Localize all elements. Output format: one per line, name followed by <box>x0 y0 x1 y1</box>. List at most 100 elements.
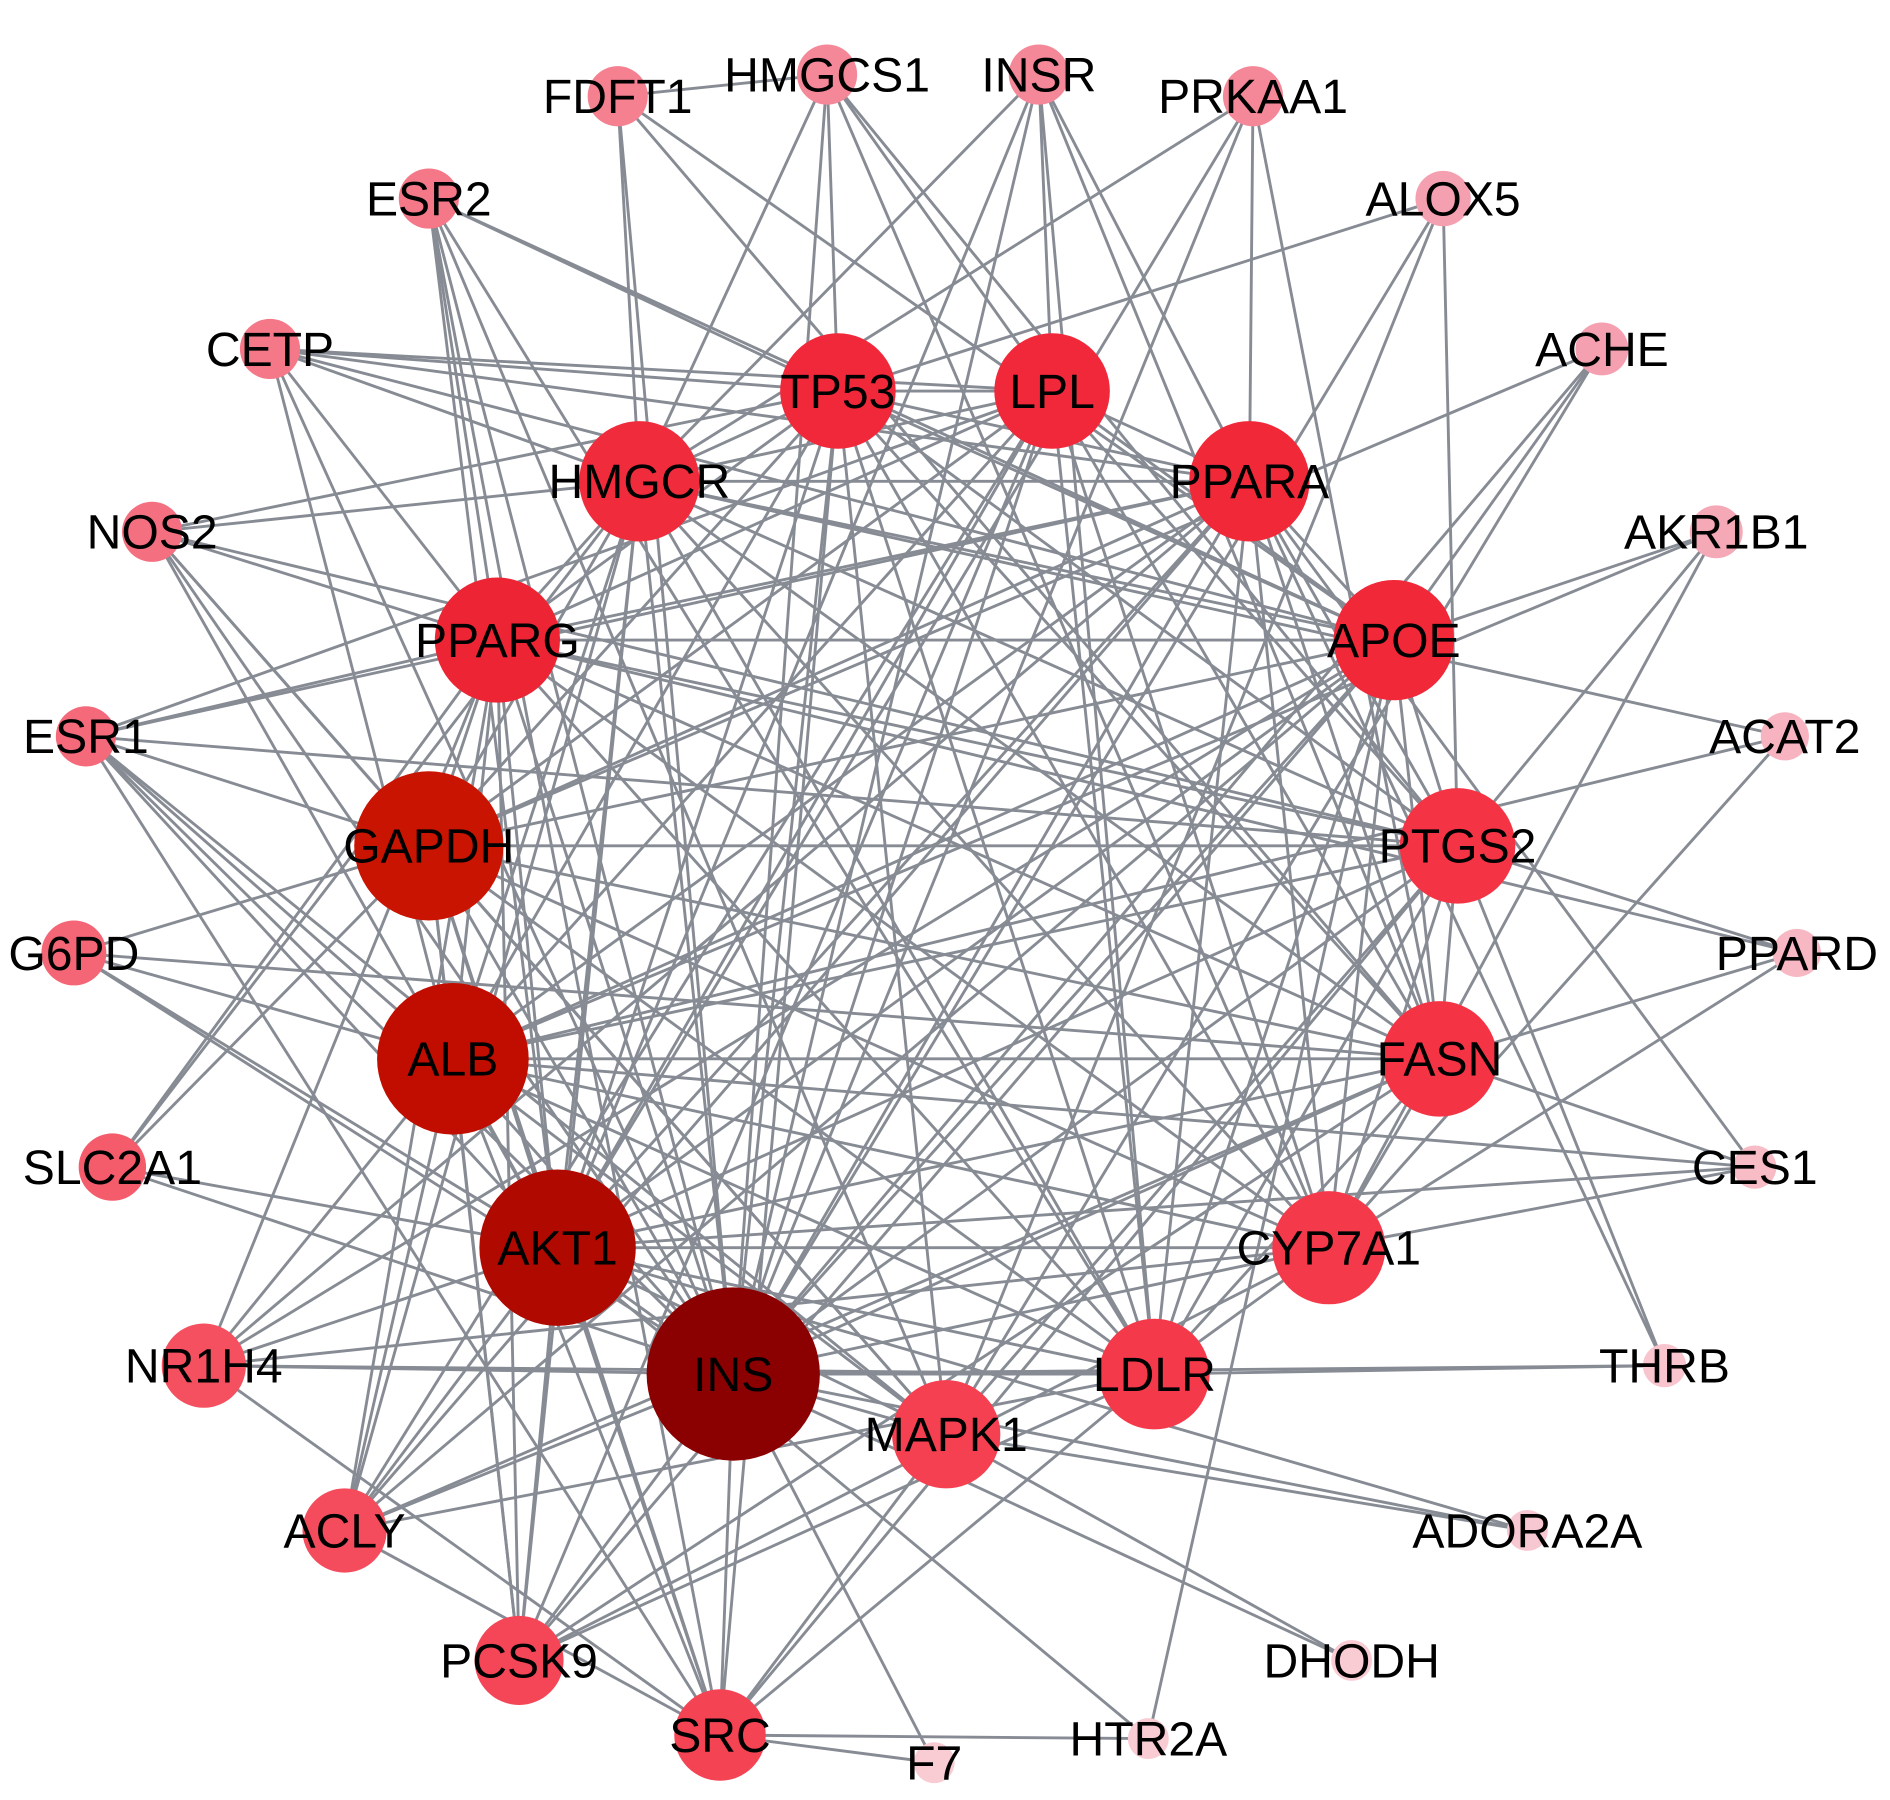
node-hmgcs1[interactable]: HMGCS1 <box>724 44 930 105</box>
edge-alb-esr1 <box>84 735 454 1060</box>
node-akr1b1[interactable]: AKR1B1 <box>1624 505 1809 560</box>
node-thrb[interactable]: THRB <box>1599 1339 1730 1393</box>
node-label: ACAT2 <box>1709 710 1861 764</box>
node-label: HTR2A <box>1069 1712 1227 1766</box>
node-circle <box>1381 1001 1498 1117</box>
node-circle <box>479 1169 636 1326</box>
edge-ppara-ldlr <box>1152 481 1251 1375</box>
node-dhodh[interactable]: DHODH <box>1263 1634 1439 1688</box>
node-insr[interactable]: INSR <box>981 44 1096 105</box>
edge-ins-adora2a <box>732 1372 1528 1532</box>
edge-ins-gapdh <box>427 845 735 1375</box>
node-fasn[interactable]: FASN <box>1377 1001 1503 1117</box>
edge-fasn-pcsk9 <box>518 1057 1441 1662</box>
edge-ins-alox5 <box>731 197 1445 1375</box>
node-circle <box>398 168 459 229</box>
node-acly[interactable]: ACLY <box>284 1488 406 1573</box>
node-esr1[interactable]: ESR1 <box>23 706 149 767</box>
edge-fasn-fdft1 <box>616 95 1441 1060</box>
edge-hmgcr-ptgs2 <box>638 479 1459 848</box>
node-nos2[interactable]: NOS2 <box>87 501 218 562</box>
node-circle <box>780 333 896 449</box>
node-hmgcr[interactable]: HMGCR <box>549 421 731 542</box>
edge-fasn-g6pd <box>73 951 1440 1061</box>
edge-ptgs2-ldlr <box>1153 845 1459 1375</box>
edge-hmgcr-nos2 <box>151 479 640 534</box>
edge-akt1-pparg <box>495 639 560 1248</box>
node-gapdh[interactable]: GAPDH <box>343 771 514 921</box>
edge-ptgs2-esr1 <box>85 734 1458 848</box>
node-label: ESR2 <box>366 172 492 226</box>
node-alb[interactable]: ALB <box>377 983 529 1135</box>
edge-pparg-nr1h4 <box>202 639 499 1367</box>
node-label: APOE <box>1327 614 1461 668</box>
edge-hmgcs1-fdft1 <box>617 73 828 98</box>
edge-ldlr-thrb <box>1154 1364 1665 1376</box>
edge-hmgcr-cetp <box>269 347 640 483</box>
node-ins[interactable]: INS <box>646 1287 820 1461</box>
edge-hmgcr-insr <box>638 73 1040 483</box>
node-ldlr[interactable]: LDLR <box>1093 1318 1216 1430</box>
node-akt1[interactable]: AKT1 <box>479 1169 636 1326</box>
edge-src-esr1 <box>84 735 722 1736</box>
edge-apoe-cetp <box>269 347 1395 642</box>
node-ces1[interactable]: CES1 <box>1692 1141 1818 1195</box>
edge-ppara-fasn <box>1248 480 1441 1060</box>
edge-ins-slc2a1 <box>111 1165 734 1376</box>
node-ache[interactable]: ACHE <box>1535 322 1669 377</box>
node-alox5[interactable]: ALOX5 <box>1366 170 1521 227</box>
edge-cyp7a1-ppard <box>1328 951 1798 1249</box>
node-circle <box>994 333 1110 449</box>
node-slc2a1[interactable]: SLC2A1 <box>23 1133 202 1201</box>
node-pcsk9[interactable]: PCSK9 <box>440 1615 598 1705</box>
node-prkaa1[interactable]: PRKAA1 <box>1158 66 1348 127</box>
edge-alb-ces1 <box>452 1057 1755 1169</box>
edge-hmgcr-fdft1 <box>616 96 641 482</box>
node-adora2a[interactable]: ADORA2A <box>1412 1504 1642 1558</box>
node-f7[interactable]: F7 <box>906 1737 962 1791</box>
node-lpl[interactable]: LPL <box>994 333 1110 449</box>
node-circle <box>892 1380 1001 1489</box>
node-fdft1[interactable]: FDFT1 <box>543 66 693 127</box>
node-circle <box>913 1742 955 1784</box>
edge-hmgcr-prkaa1 <box>638 95 1254 483</box>
node-tp53[interactable]: TP53 <box>780 333 896 449</box>
node-label: PCSK9 <box>440 1634 598 1688</box>
node-cyp7a1[interactable]: CYP7A1 <box>1237 1191 1422 1305</box>
edge-pparg-pcsk9 <box>495 640 521 1661</box>
node-esr2[interactable]: ESR2 <box>366 168 492 229</box>
node-g6pd[interactable]: G6PD <box>8 920 139 986</box>
node-src[interactable]: SRC <box>669 1689 771 1781</box>
edge-ins-hmgcr <box>637 481 735 1375</box>
edge-tp53-mapk1 <box>836 390 948 1435</box>
edge-ins-fasn <box>732 1057 1441 1376</box>
edge-ptgs2-akr1b1 <box>1456 530 1718 847</box>
node-circle <box>1733 1145 1777 1189</box>
edge-alb-acat2 <box>452 734 1786 1061</box>
edge-gapdh-slc2a1 <box>111 844 430 1169</box>
node-circle <box>1760 712 1809 761</box>
node-label: ADORA2A <box>1412 1504 1642 1558</box>
node-nr1h4[interactable]: NR1H4 <box>125 1323 283 1408</box>
node-mapk1[interactable]: MAPK1 <box>865 1380 1028 1489</box>
edge-apoe-ldlr <box>1152 639 1396 1375</box>
node-ptgs2[interactable]: PTGS2 <box>1379 788 1537 904</box>
node-circle <box>1331 1639 1373 1681</box>
edge-gapdh-ldlr <box>427 844 1156 1376</box>
node-ppard[interactable]: PPARD <box>1716 927 1878 981</box>
edge-gapdh-ppara <box>428 479 1250 848</box>
node-ppara[interactable]: PPARA <box>1170 421 1330 542</box>
edge-ppara-cetp <box>269 347 1250 483</box>
edge-apoe-pcsk9 <box>517 639 1395 1662</box>
node-htr2a[interactable]: HTR2A <box>1069 1712 1227 1766</box>
node-apoe[interactable]: APOE <box>1327 579 1461 701</box>
node-acat2[interactable]: ACAT2 <box>1709 710 1861 764</box>
node-label: AKT1 <box>497 1222 617 1276</box>
node-cetp[interactable]: CETP <box>206 318 334 380</box>
edge-gapdh-apoe <box>428 638 1395 848</box>
node-circle <box>1127 1718 1169 1760</box>
node-pparg[interactable]: PPARG <box>415 577 580 703</box>
edge-mapk1-alox5 <box>944 197 1445 1435</box>
edge-fasn-insr <box>1037 74 1441 1060</box>
node-circle <box>302 1488 387 1573</box>
